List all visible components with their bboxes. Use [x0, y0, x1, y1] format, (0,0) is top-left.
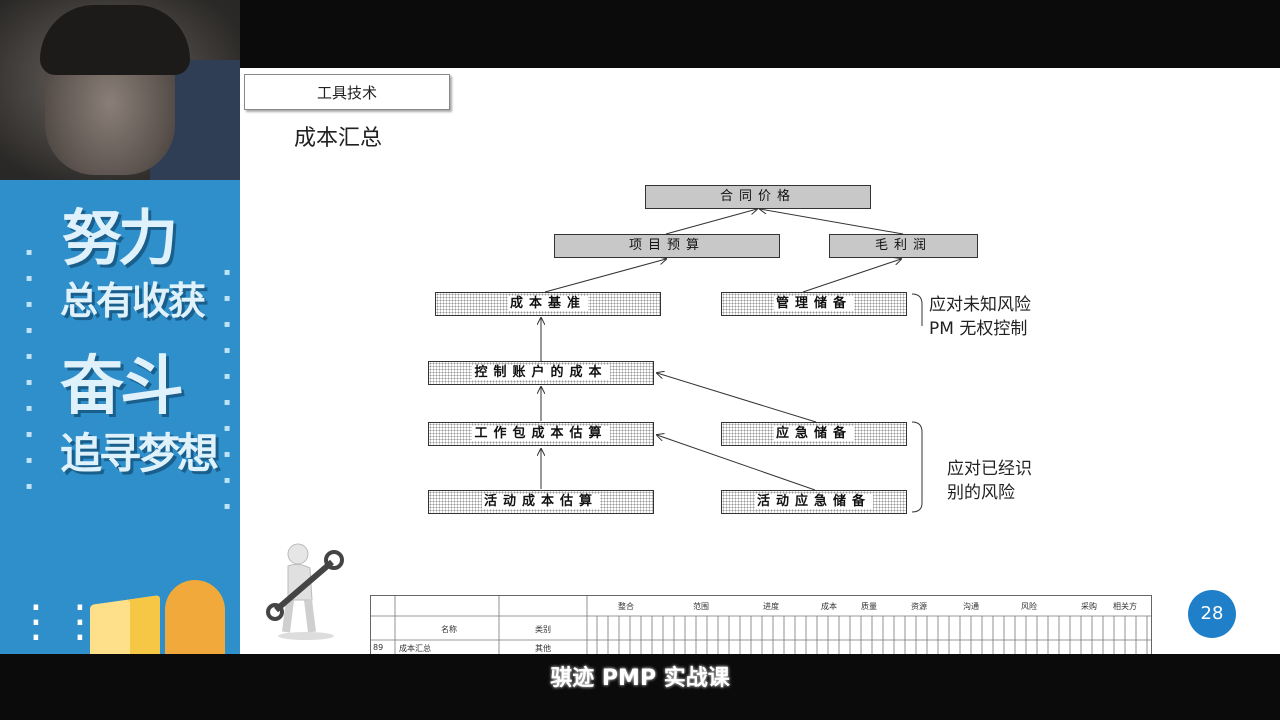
contingency-reserve-label: 应急储备 — [773, 426, 854, 441]
group-label: 质量 — [861, 602, 877, 611]
cost-baseline-label: 成本基准 — [507, 296, 588, 311]
slogan-line-3: 奋斗 — [60, 349, 184, 424]
column-header-name: 名称 — [441, 625, 457, 634]
control-account-cost-box: 控制账户的成本 — [428, 361, 654, 385]
group-label: 进度 — [763, 602, 779, 611]
group-label: 相关方 — [1113, 602, 1137, 611]
unknown-risk-line-1: 应对未知风险 — [929, 295, 1031, 315]
project-budget-box: 项目预算 — [554, 234, 780, 258]
row-name: 成本汇总 — [399, 644, 431, 653]
activity-contingency-label: 活动应急储备 — [754, 494, 873, 509]
control-account-cost-label: 控制账户的成本 — [472, 365, 610, 380]
slogan-line-2: 总有收获 — [60, 278, 206, 323]
cost-baseline-box: 成本基准 — [435, 292, 661, 316]
known-risk-line-2: 别的风险 — [947, 483, 1015, 503]
decorative-text-column: ▪▪▪▪▪▪▪▪▪▪ — [25, 247, 33, 492]
decorative-text-column: ▪▪▪▪▪▪▪▪▪▪ — [223, 267, 231, 512]
work-package-estimate-box: 工作包成本估算 — [428, 422, 654, 446]
worker-with-wrench-icon — [266, 543, 344, 640]
contingency-reserve-box: 应急储备 — [721, 422, 907, 446]
section-tab: 工具技术 — [244, 74, 450, 110]
slide-canvas — [240, 68, 1280, 654]
process-table: 名称 类别 整合 范围 进度 成本 质量 资源 沟通 风险 采购 相关方 89 … — [370, 595, 1152, 655]
activity-contingency-box: 活动应急储备 — [721, 490, 907, 514]
management-reserve-label: 管理储备 — [773, 296, 854, 311]
known-risk-note: 应对已经识 别的风险 — [947, 457, 1032, 505]
management-reserve-box: 管理储备 — [721, 292, 907, 316]
page-number-badge: 28 — [1188, 590, 1236, 638]
group-label: 整合 — [618, 602, 634, 611]
unknown-risk-line-2: PM 无权控制 — [929, 319, 1028, 339]
row-type: 其他 — [535, 644, 551, 653]
course-caption: 骐迹 PMP 实战课 — [0, 654, 1280, 720]
group-label: 沟通 — [963, 602, 979, 611]
contract-price-box: 合同价格 — [645, 185, 871, 209]
unknown-risk-note: 应对未知风险 PM 无权控制 — [929, 293, 1031, 341]
column-header-type: 类别 — [535, 625, 551, 634]
group-label: 采购 — [1081, 602, 1097, 611]
group-label: 成本 — [821, 602, 837, 611]
group-label: 资源 — [911, 602, 927, 611]
profit-box: 毛利润 — [829, 234, 978, 258]
activity-cost-estimate-label: 活动成本估算 — [481, 494, 600, 509]
promo-banner: 努力 总有收获 奋斗 追寻梦想 ▪▪▪▪▪▪▪▪▪▪ ▪▪▪▪▪▪▪▪▪▪ ⋮⋮ — [0, 180, 240, 696]
group-label: 风险 — [1021, 602, 1037, 611]
slogan-line-1: 努力 — [62, 204, 178, 274]
work-package-estimate-label: 工作包成本估算 — [472, 426, 610, 441]
group-label: 范围 — [693, 602, 709, 611]
row-id: 89 — [373, 643, 384, 652]
webcam-feed — [0, 0, 240, 180]
known-risk-line-1: 应对已经识 — [947, 459, 1032, 479]
activity-cost-estimate-box: 活动成本估算 — [428, 490, 654, 514]
slogan-line-4: 追寻梦想 — [60, 429, 219, 478]
slide-title: 成本汇总 — [294, 126, 383, 151]
